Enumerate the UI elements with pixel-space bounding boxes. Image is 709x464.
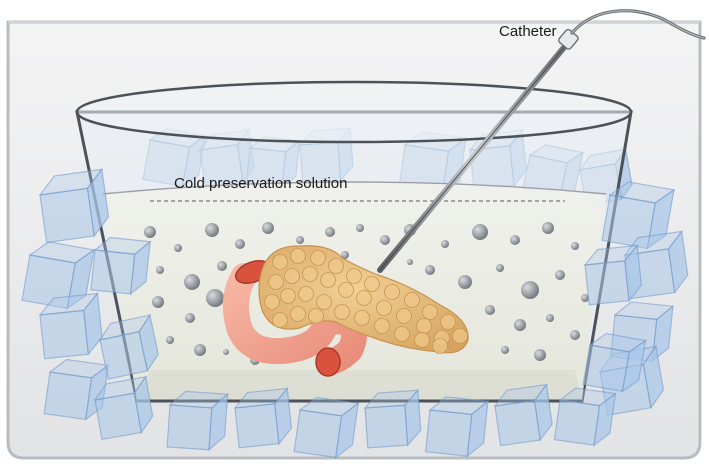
pancreas-lobule	[354, 310, 370, 326]
pancreas-lobule	[414, 332, 430, 348]
ice-cube-icon	[601, 181, 676, 250]
pancreas-lobule	[432, 338, 448, 354]
catheter	[377, 9, 706, 273]
ice-cube-icon	[166, 390, 230, 452]
pancreas-lobule	[384, 284, 400, 300]
ice-cube-icon	[582, 333, 648, 393]
pancreas-lobule	[440, 314, 456, 330]
organ	[222, 245, 469, 377]
pancreas-lobule	[316, 294, 332, 310]
bubble	[571, 242, 579, 250]
pancreas-lobule	[374, 318, 390, 334]
bubble	[235, 239, 245, 249]
ice-cube-icon	[493, 383, 553, 447]
pancreas-lobule	[328, 258, 344, 274]
pancreas-lobule	[422, 304, 438, 320]
pancreas	[258, 245, 469, 354]
bubble	[380, 235, 390, 245]
bubble	[205, 223, 219, 237]
pancreas-lobule	[264, 294, 280, 310]
bubble	[185, 313, 195, 323]
pancreas-lobule	[280, 288, 296, 304]
pancreas-lobule	[364, 276, 380, 292]
ice-cube-icon	[93, 375, 154, 441]
bubble	[534, 349, 546, 361]
bubble	[174, 244, 182, 252]
pancreas-lobule	[416, 318, 432, 334]
bubble	[407, 259, 413, 265]
bubble	[485, 305, 495, 315]
pancreas-lobule	[308, 308, 324, 324]
pancreas-lobule	[394, 326, 410, 342]
ice-cube-icon	[424, 396, 490, 458]
bubble	[425, 265, 435, 275]
bubble	[325, 227, 335, 237]
bubble	[472, 224, 488, 240]
ice-cube-icon	[98, 313, 159, 380]
pancreas-lobule	[290, 248, 306, 264]
bubble	[166, 336, 174, 344]
bubble	[496, 264, 504, 272]
bubble	[156, 266, 164, 274]
pancreas-lobule	[320, 272, 336, 288]
bubble	[510, 235, 520, 245]
bubble	[581, 294, 589, 302]
bubble	[555, 270, 565, 280]
pancreas-lobule	[452, 328, 468, 344]
bubble	[217, 261, 227, 271]
bubble	[501, 346, 509, 354]
ice-cube-icon	[293, 396, 360, 459]
bubble	[521, 281, 539, 299]
ice-cube-icon	[21, 241, 96, 310]
pancreas-lobule	[302, 266, 318, 282]
pancreas-lobule	[284, 268, 300, 284]
ice-cube-icon	[38, 167, 110, 244]
pancreas-lobule	[338, 282, 354, 298]
pancreas-lobule	[356, 290, 372, 306]
bubble	[570, 330, 580, 340]
pancreas-lobule	[290, 306, 306, 322]
pancreas-lobule	[396, 308, 412, 324]
catheter-label: Catheter	[499, 23, 557, 40]
bubble	[514, 319, 526, 331]
bubble	[458, 275, 472, 289]
pancreas-lobule	[272, 312, 288, 328]
bubble	[206, 289, 224, 307]
pancreas-lobule	[404, 292, 420, 308]
bubble	[223, 349, 229, 355]
bubble	[441, 240, 449, 248]
ice-cubes-front	[21, 167, 689, 459]
solution-label: Cold preservation solution	[174, 175, 348, 192]
pancreas-lobule	[298, 286, 314, 302]
pancreas-lobule	[334, 304, 350, 320]
ice-cube-icon	[553, 387, 617, 447]
bubble	[296, 236, 304, 244]
ice-cube-icon	[43, 358, 110, 421]
ice-cube-icon	[363, 388, 422, 449]
bubble	[542, 222, 554, 234]
pancreas-lobule	[310, 250, 326, 266]
bubble	[194, 344, 206, 356]
bubble	[341, 251, 349, 259]
bubble	[546, 314, 554, 322]
ice-cube-icon	[90, 236, 152, 296]
bubble	[144, 226, 156, 238]
bubble	[184, 274, 200, 290]
bubble	[262, 222, 274, 234]
bubble	[152, 296, 164, 308]
pancreas-lobule	[346, 268, 362, 284]
ice-cube-icon	[583, 243, 643, 306]
bubble	[356, 224, 364, 232]
pancreas-lobules	[264, 248, 468, 354]
pancreas-lobule	[272, 254, 288, 270]
pancreas-lobule	[376, 300, 392, 316]
pancreas-lobule	[268, 274, 284, 290]
ice-cube-icon	[233, 386, 293, 449]
ice-cube-icon	[38, 291, 103, 360]
